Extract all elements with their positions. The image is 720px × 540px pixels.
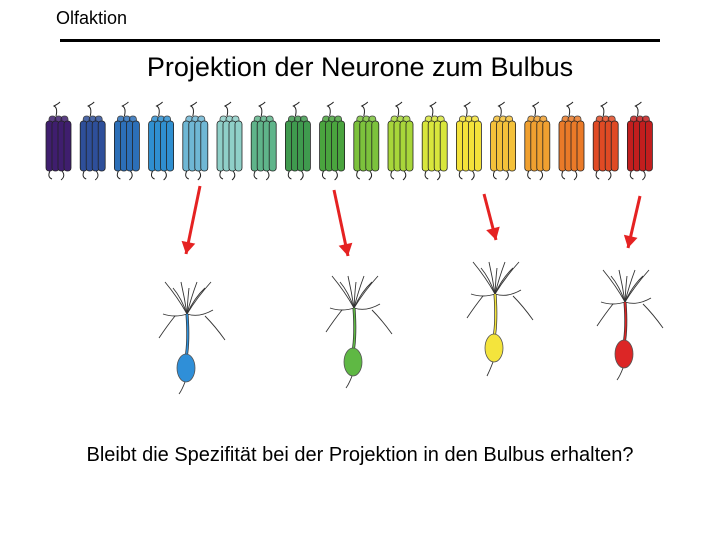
slide-title: Projektion der Neurone zum Bulbus bbox=[146, 52, 574, 82]
question-text: Bleibt die Spezifität bei der Projektion… bbox=[86, 444, 634, 466]
receptor-row bbox=[45, 101, 653, 181]
projection-arrow-2 bbox=[332, 189, 353, 257]
receptor-18 bbox=[627, 101, 653, 181]
neuron-1 bbox=[158, 281, 226, 395]
projection-arrows bbox=[181, 185, 642, 257]
receptor-1 bbox=[45, 101, 72, 181]
neuron-3 bbox=[466, 261, 534, 377]
neuron-4 bbox=[596, 269, 664, 381]
receptor-9 bbox=[319, 101, 346, 181]
receptor-2 bbox=[79, 101, 106, 181]
receptor-6 bbox=[216, 101, 243, 181]
receptor-3 bbox=[114, 101, 140, 181]
receptor-8 bbox=[284, 101, 311, 181]
receptor-10 bbox=[353, 101, 380, 181]
receptor-5 bbox=[182, 101, 209, 181]
receptor-15 bbox=[524, 101, 551, 181]
receptor-4 bbox=[148, 101, 175, 181]
projection-arrow-1 bbox=[181, 185, 202, 255]
receptor-11 bbox=[387, 101, 414, 181]
header-rule bbox=[60, 39, 660, 42]
receptor-12 bbox=[421, 101, 448, 181]
neuron-2 bbox=[325, 275, 393, 389]
receptor-17 bbox=[592, 101, 619, 181]
projection-arrow-3 bbox=[482, 193, 500, 241]
receptor-14 bbox=[490, 101, 517, 181]
receptor-13 bbox=[455, 101, 482, 181]
header-label: Olfaktion bbox=[56, 8, 128, 28]
receptor-7 bbox=[250, 101, 277, 181]
neuron-row bbox=[158, 261, 664, 395]
receptor-16 bbox=[558, 101, 585, 181]
projection-arrow-4 bbox=[623, 195, 642, 249]
